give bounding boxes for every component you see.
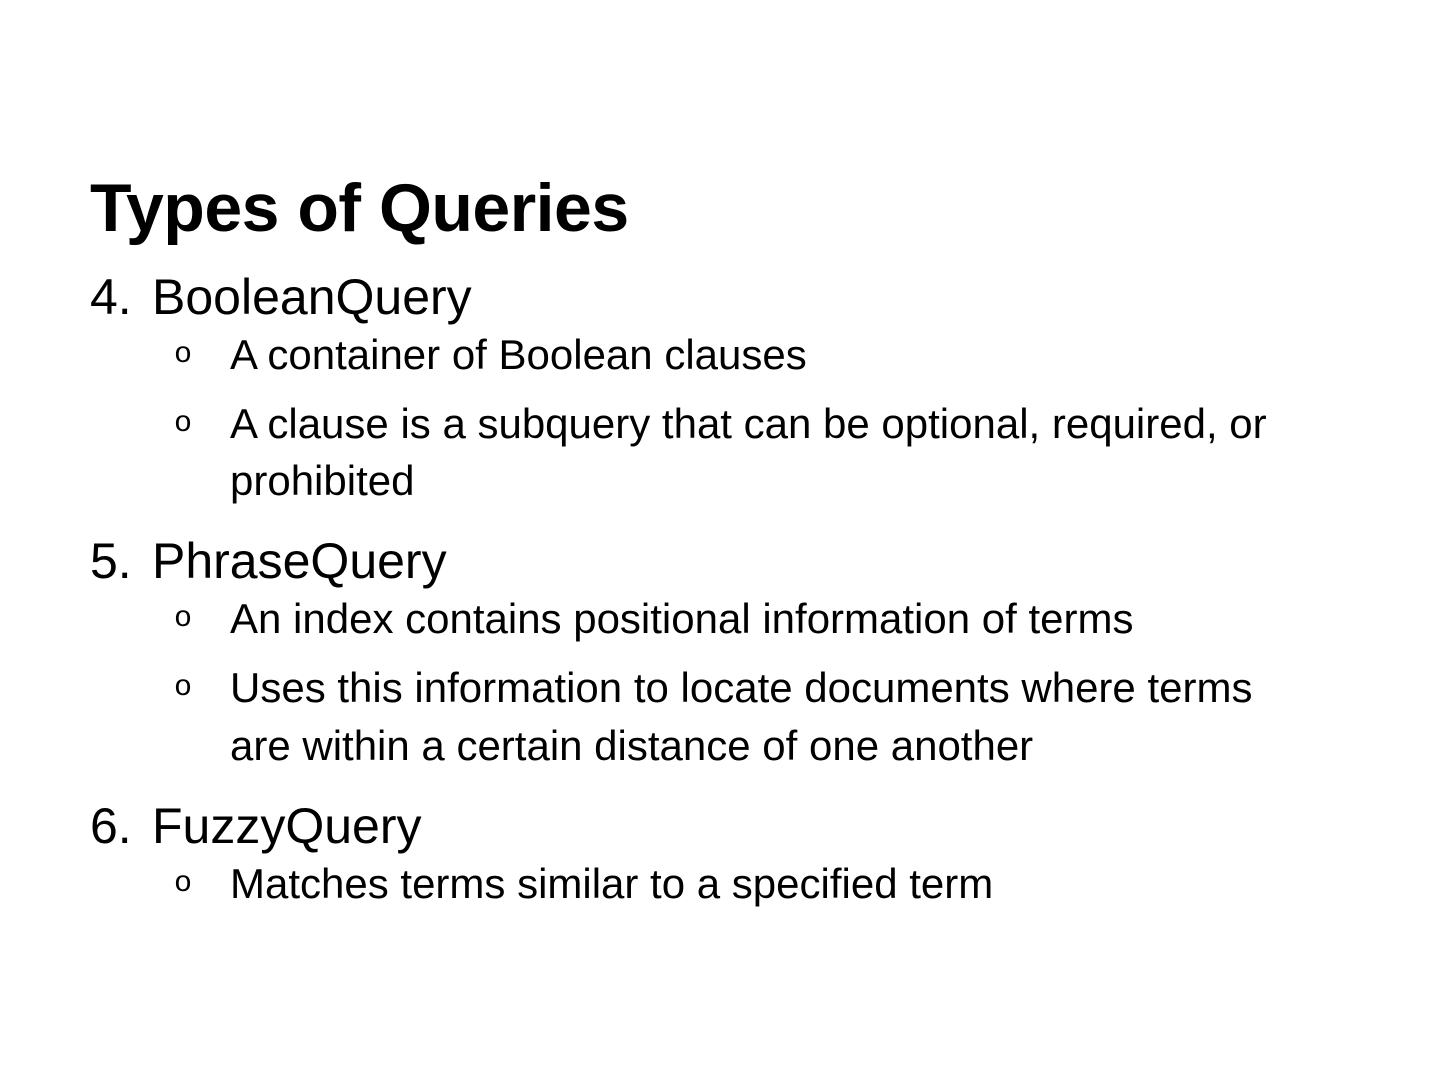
- bullet-marker-icon: o: [174, 338, 193, 372]
- query-heading-phrasequery: 5. PhraseQuery: [90, 532, 1380, 590]
- bullet-marker-icon: o: [174, 602, 193, 637]
- bullet-marker-icon: o: [174, 406, 193, 441]
- list-item-text: An index contains positional information…: [230, 595, 1134, 643]
- query-number: 6.: [90, 797, 132, 854]
- list-item-text: A clause is a subquery that can be optio…: [230, 399, 1267, 505]
- query-name: BooleanQuery: [152, 269, 472, 325]
- query-group-fuzzyquery: 6. FuzzyQuery o Matches terms similar to…: [90, 797, 1380, 924]
- bullet-marker-icon: o: [174, 866, 193, 901]
- list-item-text: A container of Boolean clauses: [230, 331, 807, 378]
- list-item: o Uses this information to locate docume…: [90, 659, 1380, 785]
- query-heading-booleanquery: 4. BooleanQuery: [90, 268, 1380, 326]
- list-item-text: Uses this information to locate document…: [230, 663, 1253, 769]
- list-item: o A clause is a subquery that can be opt…: [90, 395, 1380, 521]
- list-item: o Matches terms similar to a specified t…: [90, 855, 1380, 924]
- sub-bullet-list: o Matches terms similar to a specified t…: [90, 855, 1380, 924]
- list-item: o An index contains positional informati…: [90, 590, 1380, 659]
- list-item-text: Matches terms similar to a specified ter…: [230, 859, 994, 907]
- sub-bullet-list: o A container of Boolean clauses o A cla…: [90, 326, 1380, 520]
- page-title: Types of Queries: [90, 169, 629, 246]
- bullet-marker-icon: o: [174, 670, 193, 705]
- sub-bullet-list: o An index contains positional informati…: [90, 590, 1380, 784]
- query-number: 5.: [90, 533, 132, 590]
- query-group-phrasequery: 5. PhraseQuery o An index contains posit…: [90, 532, 1380, 784]
- query-name: PhraseQuery: [152, 533, 447, 590]
- query-group-booleanquery: 4. BooleanQuery o A container of Boolean…: [90, 268, 1380, 520]
- query-number: 4.: [90, 269, 132, 325]
- slide-content-body: 4. BooleanQuery o A container of Boolean…: [90, 268, 1380, 923]
- query-heading-fuzzyquery: 6. FuzzyQuery: [90, 797, 1380, 855]
- list-item: o A container of Boolean clauses: [90, 326, 1380, 395]
- query-name: FuzzyQuery: [152, 797, 422, 854]
